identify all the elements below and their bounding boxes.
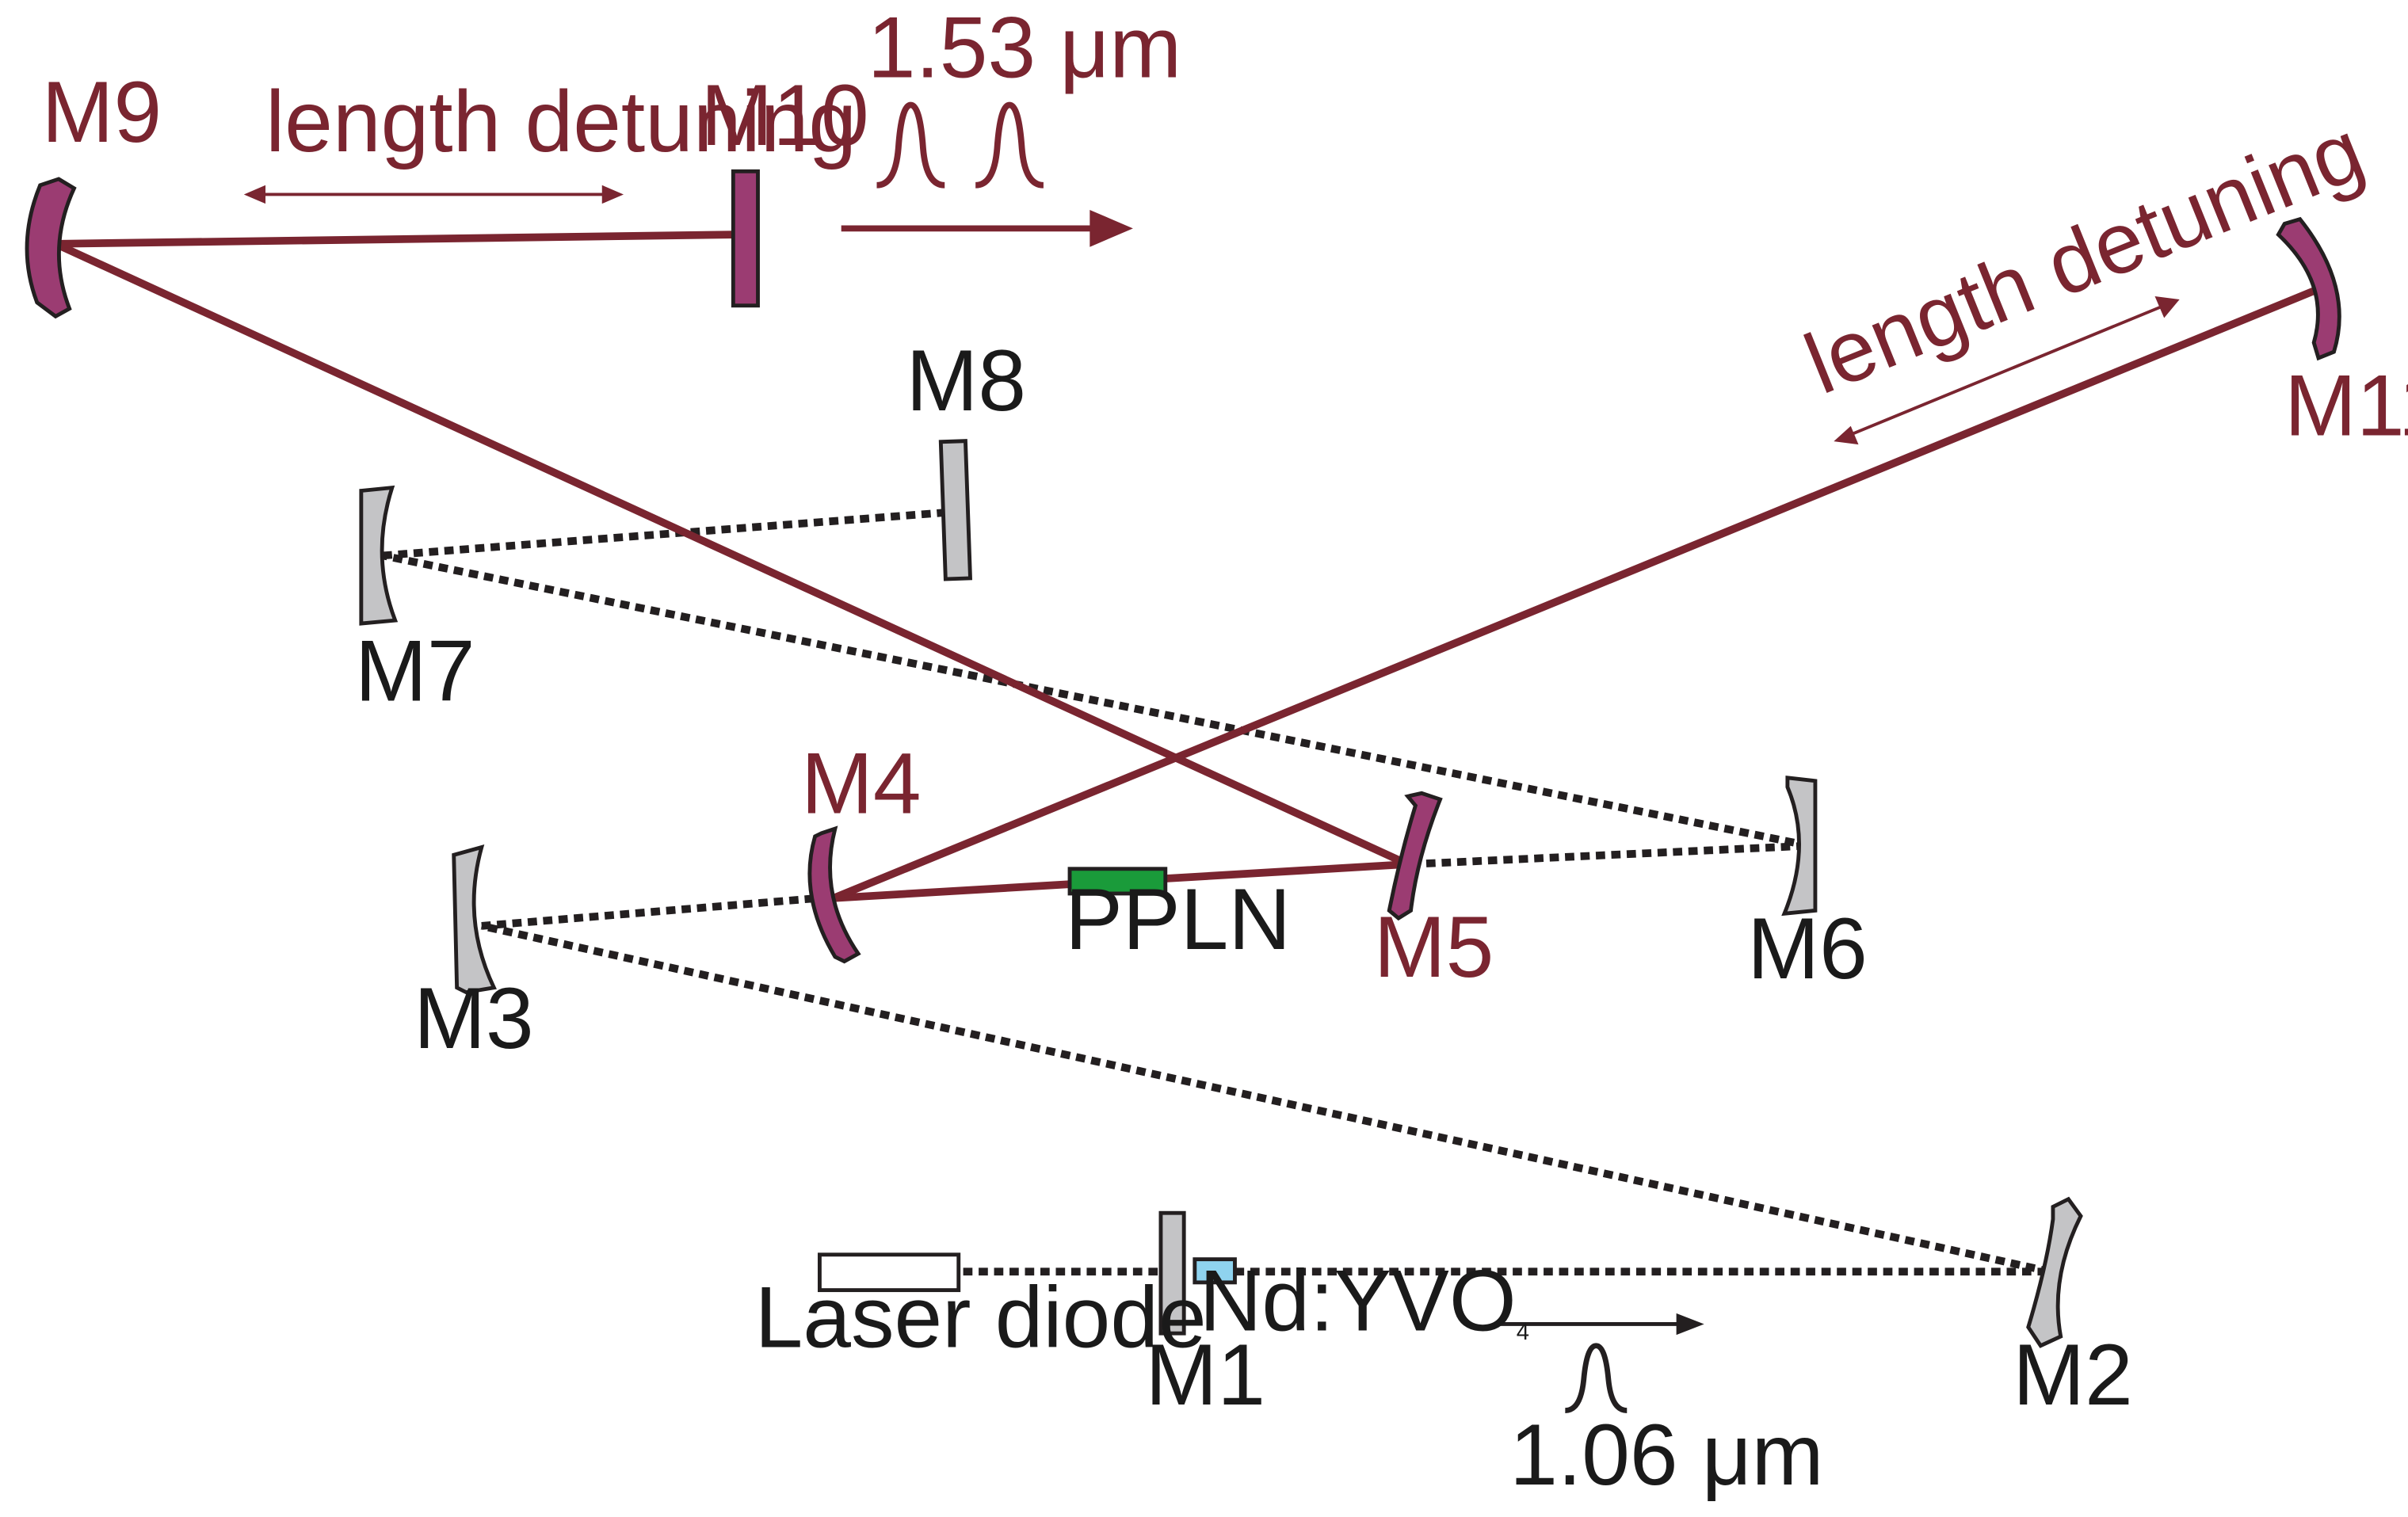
mirror-m4 [807,825,861,964]
mirror-m1 [1158,1210,1186,1336]
label-length-detuning-top: length detuning [265,74,857,170]
mirror-m9 [25,177,77,319]
mirror-m6 [1781,776,1818,917]
label-ppln: PPLN [1065,871,1291,968]
laser-diode-box [817,1252,961,1293]
mirror-m5 [1387,791,1443,921]
pump-mirrors [359,439,2083,1348]
mirror-m2 [2026,1196,2083,1348]
pump-pulse [1564,1343,1628,1413]
signal-pulses [876,101,1044,189]
pump-beam-m2-m3 [480,922,2051,1275]
mirror-m10 [731,169,760,308]
label-m6: M6 [1747,901,1868,997]
signal-pulse-2 [975,101,1044,189]
pump-output-arrow [1500,1313,1704,1336]
label-pump-wavelength: 1.06 μm [1509,1407,1823,1504]
pump-beam-m6-m7 [382,551,1811,850]
label-m11: M11 [2284,357,2408,454]
label-m9: M9 [42,64,162,161]
signal-pulse-1 [876,101,945,189]
pump-beam-m7-m8 [382,508,948,560]
label-m7: M7 [355,623,475,719]
length-detuning-arrow-top [243,185,624,204]
pump-beam-m5-m6 [1410,841,1810,868]
mirror-m3 [452,844,497,995]
signal-beam-m5-m9 [54,240,1410,868]
label-nd-yvo4: Nd:YVO4 [1200,1252,1529,1349]
signal-output-arrow [841,209,1133,247]
label-m5: M5 [1374,899,1494,996]
label-m8: M8 [906,333,1027,429]
signal-beam-m4-m11 [832,280,2333,902]
mirror-m7 [359,485,399,626]
pump-beam-m3-m4 [481,894,819,930]
length-detuning-arrow-right [1834,296,2180,445]
label-m4: M4 [801,736,922,833]
mirror-m11 [2276,216,2341,361]
signal-mirrors [25,169,2341,964]
label-m1: M1 [1145,1327,1265,1424]
label-signal-wavelength: 1.53 μm [868,0,1181,96]
pump-beam-path [382,508,2051,1276]
signal-beam-m9-m10 [55,231,735,248]
nd-yvo4-crystal [1193,1257,1237,1285]
label-m3: M3 [414,970,534,1067]
ppln-crystal [1067,867,1168,896]
label-m10: M10 [700,67,868,164]
mirror-m8 [938,439,973,581]
label-m2: M2 [2013,1327,2133,1424]
label-laser-diode: Laser diode [755,1270,1207,1366]
